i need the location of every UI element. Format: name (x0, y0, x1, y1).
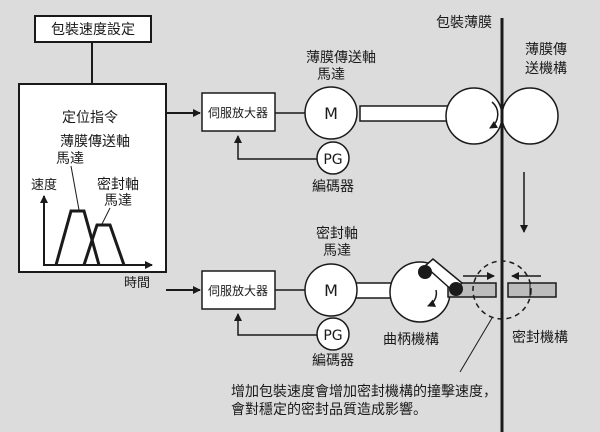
note-leader-line (459, 317, 493, 373)
note-line-1: 增加包裝速度會增加密封機構的撞擊速度， (231, 383, 497, 400)
feedback-line-top (234, 135, 317, 160)
packaging-film-label: 包裝薄膜 (436, 15, 492, 31)
bottom-motor (304, 263, 358, 317)
y-axis-label: 速度 (31, 177, 57, 193)
top-encoder (316, 141, 350, 175)
servo-amp-top (201, 92, 276, 132)
position-command-title: 定位指令 (62, 110, 118, 126)
note-line-2: 會對穩定的密封品質造成影響。 (231, 401, 427, 418)
crank-rotation-arrow (427, 289, 438, 307)
bottom-motor-label-1: 密封軸 (316, 225, 358, 242)
feed-mechanism-label-1: 薄膜傳 (525, 42, 567, 58)
roller-rotation-arrow (489, 101, 499, 129)
speed-setting-label: 包裝速度設定 (51, 22, 135, 38)
seal-jaw-right (507, 282, 557, 298)
servo-amp-top-label: 伺服放大器 (208, 105, 268, 120)
bottom-encoder-label: 編碼器 (312, 353, 354, 369)
seal-shaft (354, 282, 396, 299)
top-motor (304, 86, 358, 140)
bottom-encoder-symbol: PG (323, 328, 342, 344)
film-motor-curve-label-1: 薄膜傳送軸 (60, 134, 130, 150)
impact-highlight-circle (472, 260, 532, 320)
feed-roller-right (501, 87, 559, 145)
seal-curve-leader (101, 207, 111, 225)
film-motor-curve-label-2: 馬達 (56, 151, 84, 167)
servo-amp-bottom-label: 伺服放大器 (208, 283, 268, 298)
feedback-line-bottom (234, 313, 317, 336)
x-axis-label: 時間 (124, 276, 150, 291)
top-encoder-symbol: PG (323, 152, 342, 168)
seal-motor-curve-label-1: 密封軸 (97, 176, 139, 193)
seal-motor-curve-label-2: 馬達 (104, 193, 132, 209)
jaw-pin (449, 282, 463, 296)
feed-roller-left (445, 87, 503, 145)
crank-mechanism-label: 曲柄機構 (383, 332, 439, 348)
seal-mechanism-label: 密封機構 (512, 329, 568, 346)
servo-amp-bottom (201, 270, 276, 310)
top-motor-symbol: M (324, 104, 338, 123)
top-motor-label-1: 薄膜傳送軸 (306, 50, 376, 66)
bottom-motor-label-2: 馬達 (323, 243, 351, 259)
feed-mechanism-label-2: 送機構 (525, 61, 567, 77)
seal-motor-curve (82, 223, 126, 266)
bottom-motor-symbol: M (324, 281, 338, 300)
bottom-encoder (316, 317, 350, 351)
top-motor-label-2: 馬達 (317, 67, 345, 83)
film-shaft (359, 105, 461, 122)
crank-pin (418, 265, 432, 279)
film-curve-leader (70, 165, 80, 211)
top-encoder-label: 編碼器 (312, 179, 354, 195)
